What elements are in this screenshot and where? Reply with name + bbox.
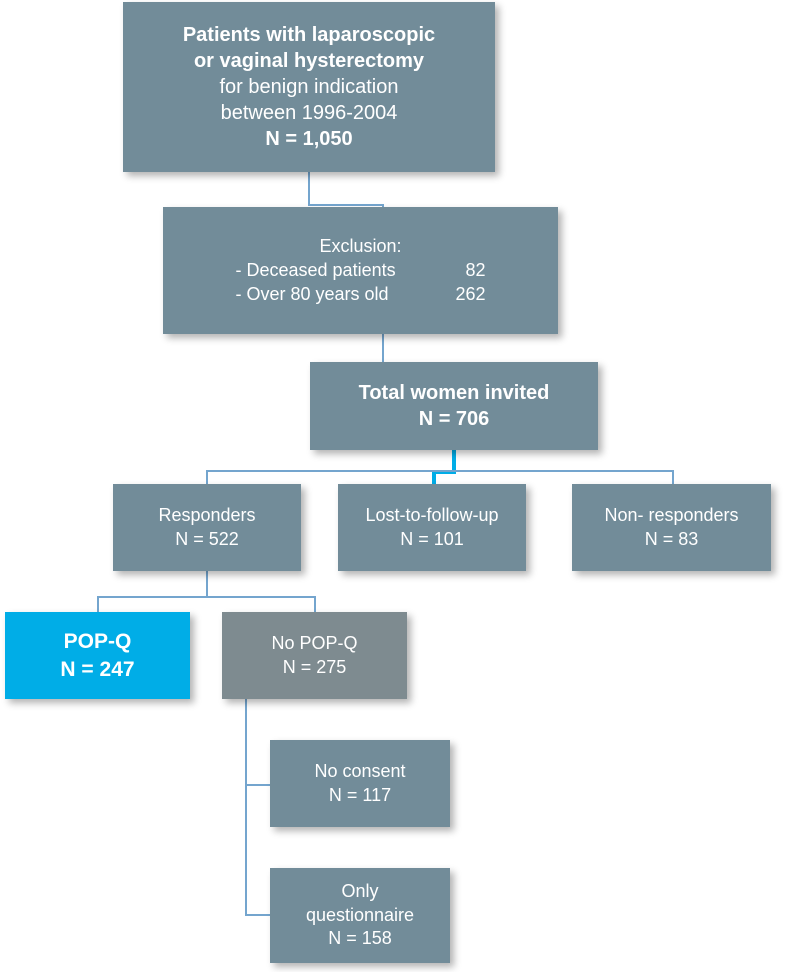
onlyq-label-1: Only (341, 881, 379, 902)
cohort-line-1: Patients with laparoscopic (182, 24, 436, 46)
cohort-line-3: for benign indication (219, 76, 399, 98)
onlyq-label-2: questionnaire (305, 904, 415, 925)
connector-noconsent-in (245, 784, 272, 786)
connector-nopopq-down (245, 699, 247, 916)
connector-popq-distributor (97, 596, 315, 598)
invited-count: N = 706 (418, 408, 490, 430)
lost-count: N = 101 (400, 528, 464, 549)
exclusion-row-label: - Over 80 years old (235, 283, 389, 304)
node-no-popq: No POP-Q N = 275 (222, 612, 407, 699)
exclusion-row-label: - Deceased patients (235, 260, 396, 281)
exclusion-title: Exclusion: (319, 235, 402, 256)
popq-label: POP-Q (63, 630, 132, 654)
connector-distributor-bar (206, 470, 674, 472)
exclusion-row: - Deceased patients 82 (236, 259, 486, 282)
connector-nopopq-in (314, 596, 316, 614)
connector-invited-down-accent (452, 450, 456, 474)
connector-invited-jog-accent (432, 470, 456, 474)
connector-onlyquestionnaire-in (245, 914, 272, 916)
responders-label: Responders (158, 505, 256, 526)
connector-cohort-down (308, 172, 310, 206)
noconsent-label: No consent (314, 761, 406, 782)
nonresponders-label: Non- responders (604, 505, 739, 526)
connector-lost-in-accent (432, 470, 436, 488)
nopopq-count: N = 275 (282, 656, 347, 677)
node-popq: POP-Q N = 247 (5, 612, 190, 699)
node-lost-to-follow-up: Lost-to-follow-up N = 101 (338, 484, 526, 571)
node-total-women-invited: Total women invited N = 706 (310, 362, 598, 450)
connector-popq-in (97, 596, 99, 614)
noconsent-count: N = 117 (328, 784, 392, 805)
lost-label: Lost-to-follow-up (365, 505, 499, 526)
cohort-line-2: or vaginal hysterectomy (193, 50, 425, 72)
exclusion-row-value: 82 (465, 260, 486, 281)
exclusion-row: - Over 80 years old 262 (236, 283, 486, 306)
nonresponders-count: N = 83 (644, 528, 699, 549)
connector-exclusion-down (382, 334, 384, 364)
node-no-consent: No consent N = 117 (270, 740, 450, 827)
connector-nonresponders-in (672, 470, 674, 486)
connector-cohort-right (308, 204, 384, 206)
node-exclusion: Exclusion: - Deceased patients 82 - Over… (163, 207, 558, 334)
node-non-responders: Non- responders N = 83 (572, 484, 771, 571)
cohort-line-4: between 1996-2004 (220, 102, 398, 124)
node-only-questionnaire: Only questionnaire N = 158 (270, 868, 450, 963)
connector-responders-down (206, 571, 208, 598)
node-responders: Responders N = 522 (113, 484, 301, 571)
invited-label: Total women invited (358, 382, 550, 404)
node-cohort: Patients with laparoscopic or vaginal hy… (123, 2, 495, 172)
exclusion-row-value: 262 (455, 283, 486, 304)
cohort-count: N = 1,050 (265, 128, 353, 150)
nopopq-label: No POP-Q (271, 633, 358, 654)
onlyq-count: N = 158 (328, 928, 392, 949)
responders-count: N = 522 (175, 528, 239, 549)
popq-count: N = 247 (60, 657, 135, 681)
connector-responders-in (206, 470, 208, 486)
